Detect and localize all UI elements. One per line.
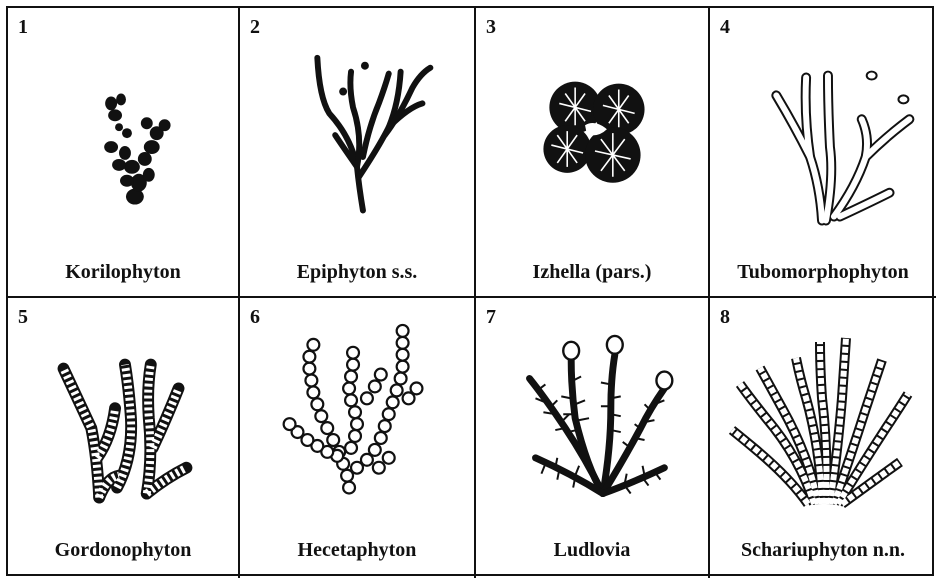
schariuphyton-drawing xyxy=(710,298,936,578)
ludlovia-drawing xyxy=(476,298,708,578)
panel-7: 7 Ludlovi xyxy=(476,298,710,578)
panel-label: Tubomorphophyton xyxy=(710,261,936,284)
figure-grid: 1 Koriloph xyxy=(6,6,934,576)
panel-label: Ludlovia xyxy=(476,539,708,562)
panel-2: 2 Epiphyton s.s. xyxy=(240,8,476,298)
gordonophyton-drawing xyxy=(8,298,238,578)
panel-5: 5 Gordonophyton xyxy=(8,298,240,578)
panel-label: Izhella (pars.) xyxy=(476,261,708,284)
tubomorphophyton-drawing xyxy=(710,8,936,296)
panel-8: 8 xyxy=(710,298,936,578)
panel-label: Hecetaphyton xyxy=(240,539,474,562)
panel-4: 4 Tubomorphophyton xyxy=(710,8,936,298)
izhella-drawing xyxy=(476,8,708,296)
epiphyton-drawing xyxy=(240,8,474,296)
panel-label: Epiphyton s.s. xyxy=(240,261,474,284)
hecetaphyton-drawing xyxy=(240,298,474,578)
panel-1: 1 Koriloph xyxy=(8,8,240,298)
korilophyton-drawing xyxy=(8,8,238,296)
panel-3: 3 Izhella (pars.) xyxy=(476,8,710,298)
panel-label: Schariuphyton n.n. xyxy=(710,539,936,562)
panel-label: Gordonophyton xyxy=(8,539,238,562)
panel-6: 6 Hecetaph xyxy=(240,298,476,578)
panel-label: Korilophyton xyxy=(8,261,238,284)
